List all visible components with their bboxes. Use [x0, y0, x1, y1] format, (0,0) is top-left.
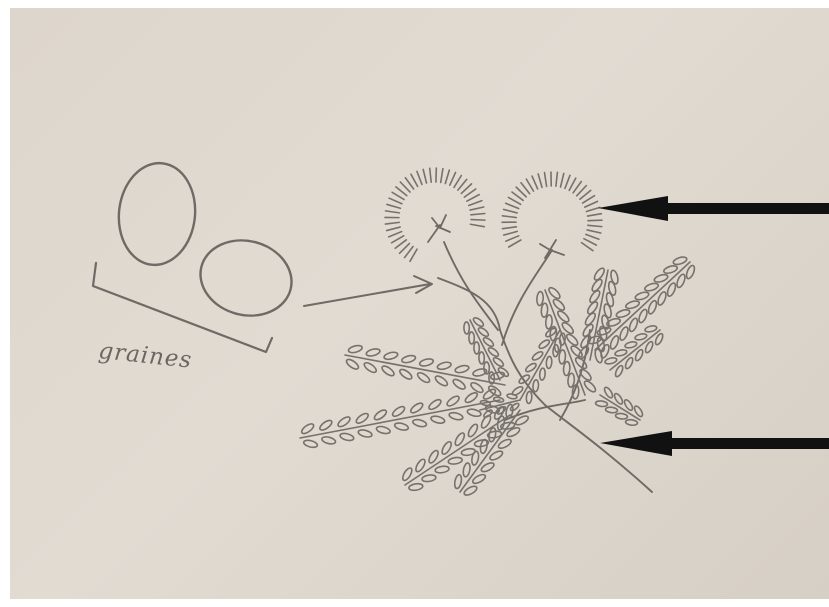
flower-right: [502, 172, 602, 251]
seed-1: [114, 159, 200, 268]
arrow-to-stem: [600, 431, 829, 456]
leaves: [300, 256, 696, 497]
seeds-bracket: [93, 263, 272, 352]
seed-2: [192, 231, 299, 325]
flower-left: [385, 168, 485, 261]
seed-to-plant-arrow: [304, 276, 432, 306]
arrow-to-flower: [598, 196, 829, 221]
